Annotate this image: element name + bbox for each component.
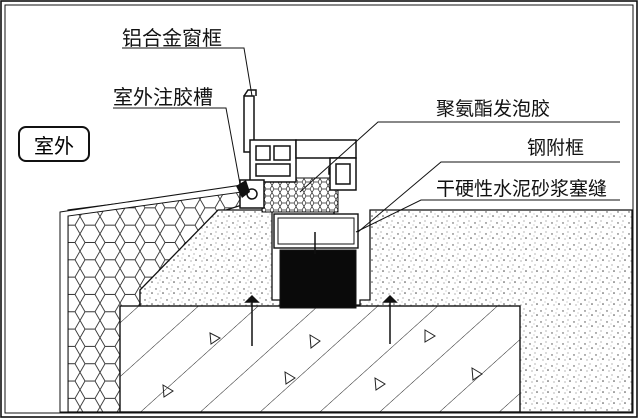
aggregate-mark xyxy=(424,329,436,343)
aluminum-window-frame xyxy=(239,89,357,209)
label-exterior-sealant-groove: 室外注胶槽 xyxy=(113,85,213,109)
label-polyurethane-foam: 聚氨酯发泡胶 xyxy=(436,98,551,120)
aggregate-mark xyxy=(471,367,483,381)
aggregate-mark xyxy=(162,384,174,398)
polyurethane-foam xyxy=(261,177,339,213)
exterior-sealant xyxy=(236,180,250,198)
aggregate-mark xyxy=(209,332,221,345)
exterior-room-tag: 室外 xyxy=(18,126,90,162)
masonry-block xyxy=(119,305,521,413)
aggregate-mark xyxy=(309,334,321,349)
label-steel-subframe: 钢附框 xyxy=(527,137,585,159)
aggregate-mark xyxy=(374,377,386,391)
label-aluminum-window-frame: 铝合金窗框 xyxy=(122,26,222,50)
leader-lines xyxy=(113,47,620,233)
inner-drawing-border xyxy=(4,4,634,414)
aggregate-mark xyxy=(284,371,296,385)
label-dry-mortar-joint: 干硬性水泥砂浆塞缝 xyxy=(436,178,608,200)
steel-subframe xyxy=(273,213,359,309)
